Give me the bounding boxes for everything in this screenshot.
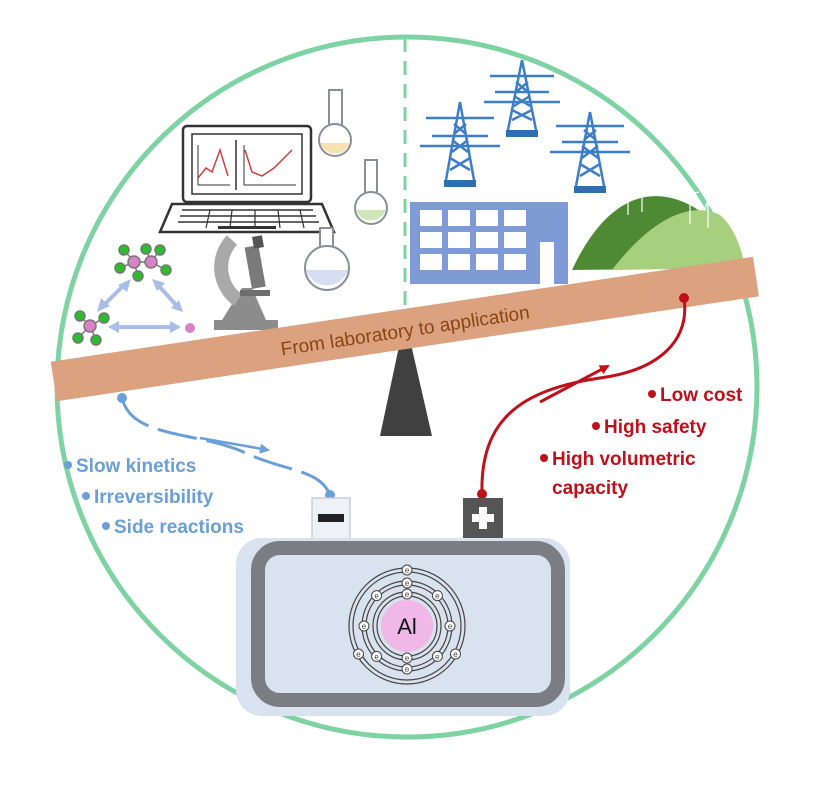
electron-icon: [371, 590, 383, 602]
aluminum-label: Al: [397, 614, 417, 639]
wind-turbine-icons: [621, 171, 718, 228]
advantage-low-cost: Low cost: [660, 385, 743, 406]
electron-label: e: [405, 579, 410, 588]
microscope-icon: [214, 235, 278, 330]
reaction-arrows: [97, 279, 183, 333]
challenges-list: Slow kinetics Irreversibility Side react…: [64, 456, 244, 538]
molecule-icon-left: [72, 310, 110, 346]
electron-label: e: [453, 650, 458, 659]
building-icon: [410, 202, 568, 284]
electron-icon: [358, 620, 370, 632]
challenges-connector: [117, 393, 335, 500]
electron-icon: [401, 564, 413, 576]
challenge-side-reactions: Side reactions: [114, 517, 244, 538]
electron-icon: [401, 663, 413, 675]
tower-icon-center: [484, 59, 560, 137]
advantages-list: Low cost High safety High volumetric cap…: [540, 385, 743, 499]
electron-label: e: [374, 592, 379, 601]
electron-icon: [431, 650, 443, 662]
electron-label: e: [448, 622, 453, 631]
green-hills-icon: [572, 196, 745, 270]
electron-label: e: [405, 566, 410, 575]
aluminum-nucleus: [381, 600, 433, 652]
molecule-icon-top: [114, 243, 172, 282]
fulcrum: [380, 318, 432, 436]
negative-symbol: [318, 514, 344, 522]
electron-icon: [444, 620, 456, 632]
electron-icon: [401, 652, 413, 664]
electron-label: e: [374, 652, 379, 661]
electron-icon: [449, 648, 461, 660]
electron-label: e: [356, 650, 361, 659]
electron-icon: [401, 577, 413, 589]
flask-icon-middle: [354, 159, 388, 225]
advantage-high-volumetric: High volumetric: [552, 449, 696, 470]
flask-icon-top: [318, 89, 352, 157]
electron-label: e: [405, 654, 410, 663]
electron-icon: [371, 650, 383, 662]
advantage-high-safety: High safety: [604, 417, 707, 438]
electron-label: e: [435, 652, 440, 661]
electron-label: e: [362, 622, 367, 631]
electron-icon: [353, 648, 365, 660]
positive-symbol: [472, 507, 494, 529]
electron-label: e: [435, 592, 440, 601]
electron-label: e: [405, 590, 410, 599]
tower-icon-left: [420, 101, 500, 187]
advantage-capacity: capacity: [552, 478, 628, 499]
challenge-irreversibility: Irreversibility: [94, 487, 214, 508]
laptop-icon: [158, 124, 336, 234]
ion-icon: [185, 323, 195, 333]
tower-icon-right: [550, 111, 630, 193]
battery-frame: [251, 541, 565, 707]
challenge-slow-kinetics: Slow kinetics: [76, 456, 196, 477]
electron-icon: [431, 590, 443, 602]
electron-label: e: [405, 665, 410, 674]
flask-icon-bottom: [304, 227, 350, 291]
electron-icon: [401, 588, 413, 600]
advantages-connector: [477, 293, 689, 499]
